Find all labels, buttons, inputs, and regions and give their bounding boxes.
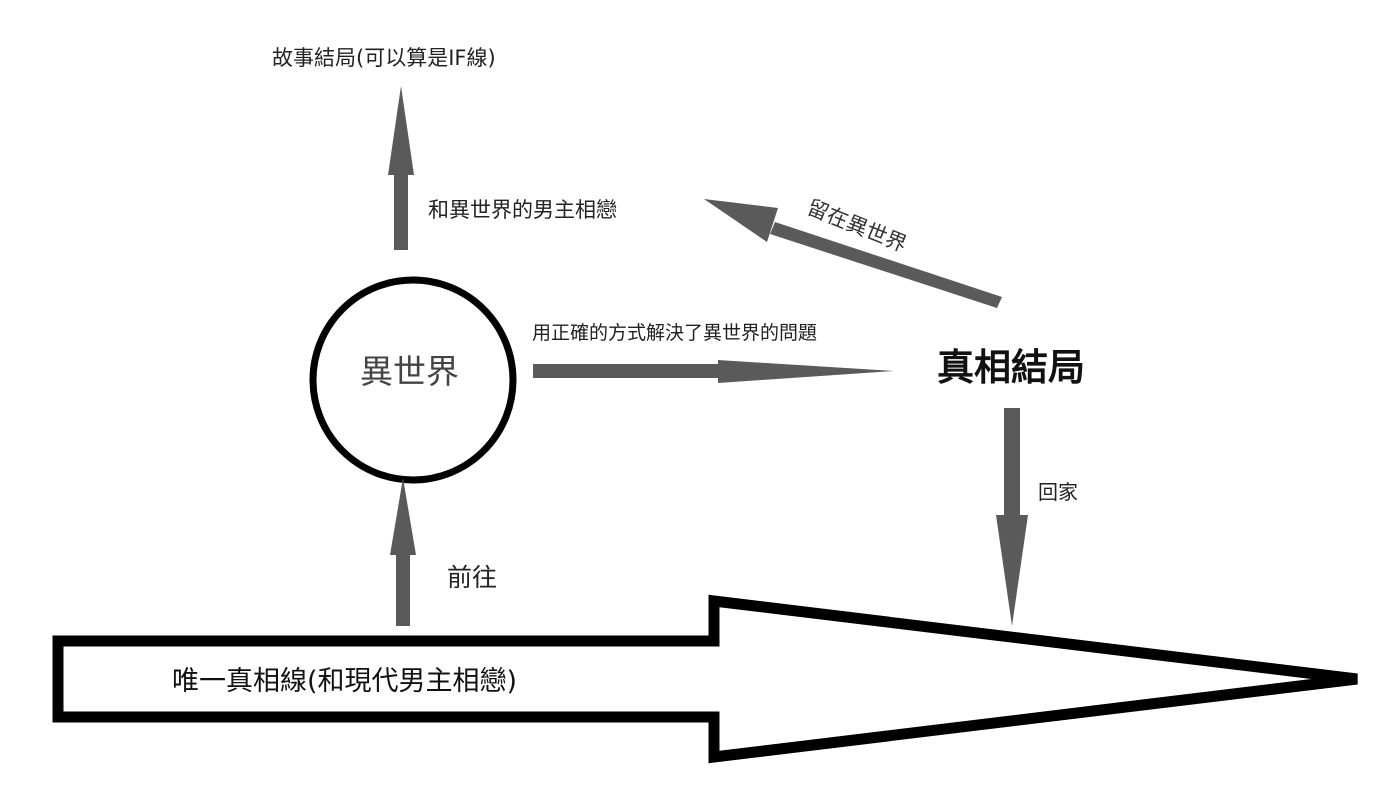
main-timeline-label: 唯一真相線(和現代男主相戀) (172, 666, 518, 697)
arrow-go-to (390, 478, 416, 626)
go-home-label: 回家 (1038, 480, 1078, 504)
arrow-to-true-ending (533, 360, 894, 383)
arrow-to-story-ending (388, 86, 414, 250)
romance-other-world-label: 和異世界的男主相戀 (428, 198, 617, 222)
solved-problem-label: 用正確的方式解決了異世界的問題 (532, 322, 818, 344)
other-world-node-label: 異世界 (360, 352, 459, 391)
main-timeline-arrow (52, 594, 1358, 764)
story-ending-label: 故事結局(可以算是IF線) (272, 46, 496, 70)
arrow-go-home (996, 408, 1028, 626)
go-to-label: 前往 (447, 563, 498, 592)
true-ending-label: 真相結局 (937, 346, 1085, 389)
arrow-stay-other-world (704, 199, 1002, 308)
other-world-node (309, 276, 517, 484)
